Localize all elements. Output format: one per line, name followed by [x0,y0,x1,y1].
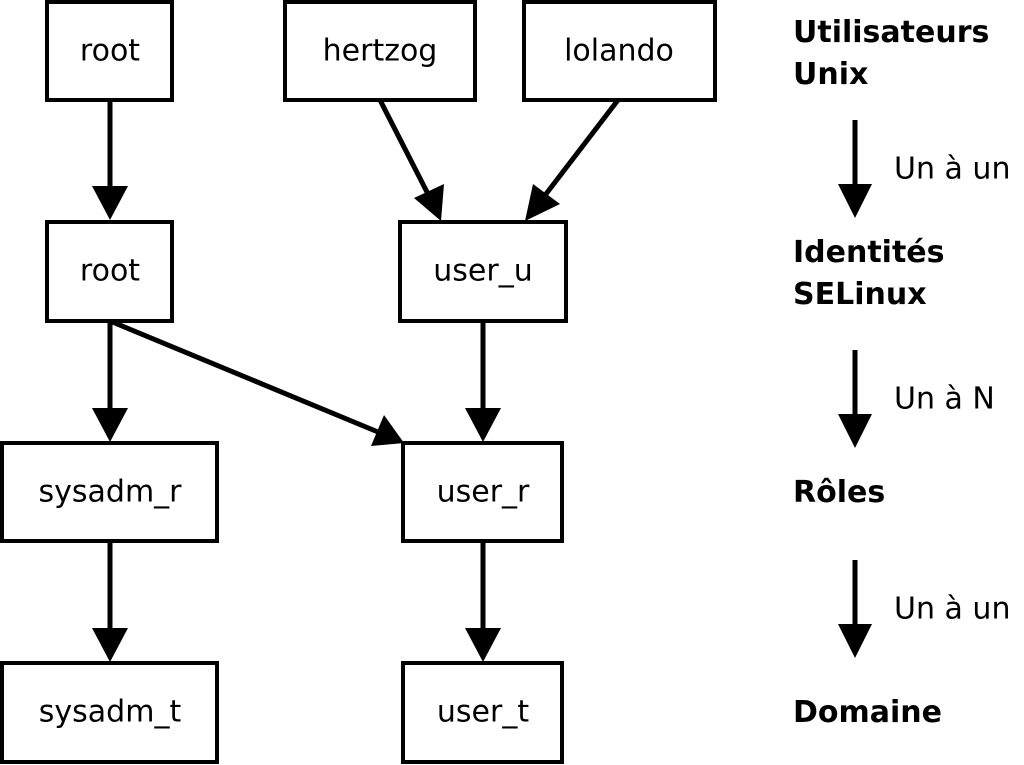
edge-hertzog-to-user-u [377,98,444,221]
node-label: root [80,254,140,289]
legend-relation-2: Un à N [894,382,995,417]
node-label: hertzog [323,34,438,69]
node-label: user_u [433,254,532,289]
node-label: sysadm_r [39,475,183,510]
edge-root-to-root [92,100,128,220]
node-dom-user-t: user_t [401,661,564,764]
legend: Utilisateurs Unix Un à un Identités SELi… [793,15,1010,730]
legend-arrow-2 [838,350,872,448]
edge-user-r-to-user-t [465,541,501,662]
legend-relation-1: Un à un [894,152,1010,187]
edge-se-root-to-user-r [109,318,404,446]
legend-relation-3: Un à un [894,592,1010,627]
legend-level-domain: Domaine [793,695,942,730]
legend-level-selinux-identities-line2: SELinux [793,277,927,312]
node-label: sysadm_t [39,695,182,730]
edge-lolando-to-user-u [525,98,620,221]
legend-arrow-1 [838,120,872,218]
edge-sysadm-r-to-sysadm-t [92,541,128,662]
legend-level-roles: Rôles [793,475,885,510]
node-unix-lolando: lolando [522,0,717,102]
legend-arrow-3 [838,560,872,658]
node-dom-sysadm-t: sysadm_t [0,661,219,764]
node-role-user-r: user_r [401,441,564,543]
node-se-root: root [45,220,174,323]
edge-user-u-to-user-r [465,321,501,442]
node-unix-hertzog: hertzog [283,0,477,102]
edge-se-root-to-sysadm-r [92,321,128,442]
node-label: user_t [437,695,529,730]
legend-level-unix-users-line1: Utilisateurs [793,15,989,50]
node-role-sysadm-r: sysadm_r [0,441,219,543]
legend-level-selinux-identities-line1: Identités [793,235,945,270]
node-label: user_r [437,475,530,510]
node-unix-root: root [45,0,174,102]
node-se-user-u: user_u [398,220,568,323]
node-label: root [80,34,140,69]
edges [92,98,620,662]
node-label: lolando [564,34,674,69]
legend-level-unix-users-line2: Unix [793,57,868,92]
